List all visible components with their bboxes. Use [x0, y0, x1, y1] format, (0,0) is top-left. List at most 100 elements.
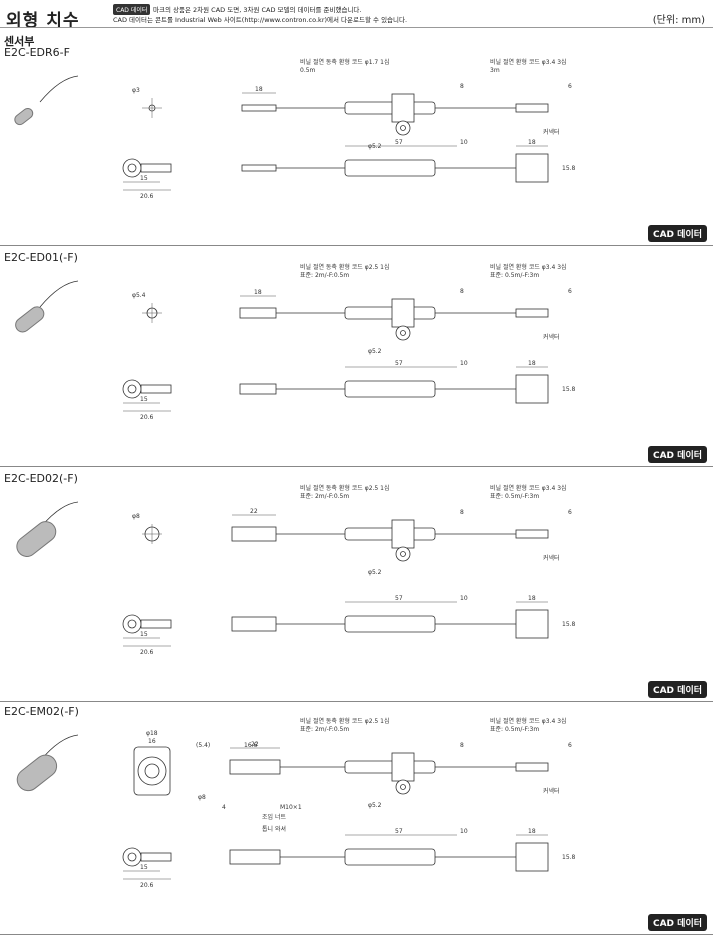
- model-name: E2C-ED01(-F): [4, 251, 78, 264]
- sensor-head-lower: [231, 616, 277, 632]
- sensor-photo: [14, 75, 79, 126]
- mount-bracket: [391, 298, 415, 328]
- sensor-body: [16, 521, 57, 557]
- sensor-head-lower: [239, 383, 277, 395]
- dim-label: 16.6: [244, 742, 258, 749]
- dim-label: 15: [140, 864, 148, 871]
- mount-hole: [400, 784, 406, 790]
- dim-label: φ5.2: [368, 569, 382, 576]
- dim-label: 8: [460, 288, 464, 295]
- front-view: φ3: [132, 87, 162, 118]
- front-view: φ5.4: [132, 292, 162, 323]
- dim-label: 10: [460, 595, 468, 602]
- dim-label: 톱니 와셔: [262, 825, 286, 833]
- cad-data-button[interactable]: CAD 데이터: [647, 446, 707, 463]
- dim-label: 15: [140, 175, 148, 182]
- mount-bracket: [391, 519, 415, 549]
- dim-label: 표준: 2m/-F:0.5m: [300, 272, 349, 279]
- amplifier-body: [344, 306, 436, 320]
- dim-label: 3m: [490, 67, 500, 74]
- cad-data-button[interactable]: CAD 데이터: [647, 225, 707, 242]
- connector-lower: [515, 609, 549, 639]
- amplifier-lower: [344, 380, 436, 398]
- section-subhead: 센서부: [4, 35, 35, 48]
- model-name: E2C-EM02(-F): [4, 705, 79, 718]
- mount-hole: [400, 551, 406, 557]
- dim-label: 6: [568, 742, 572, 749]
- dim-label: 57: [395, 360, 403, 367]
- dim-label: 표준: 2m/-F:0.5m: [300, 726, 349, 733]
- dim-label: 10: [460, 828, 468, 835]
- dim-label: 0.5m: [300, 67, 316, 74]
- connector: [515, 529, 549, 539]
- sensor-photo: [16, 734, 79, 792]
- mount-bracket: [391, 752, 415, 782]
- dim-label: 15.8: [562, 165, 576, 172]
- dim-label: φ8: [132, 513, 140, 520]
- section-divider: [0, 245, 713, 246]
- header-divider: [0, 27, 713, 28]
- sensor-body: [16, 754, 58, 792]
- bracket-ring: [122, 158, 142, 178]
- dim-label: 비닐 절연 동축 환형 코드 φ1.7 1심: [300, 58, 389, 66]
- bracket-hole: [127, 619, 137, 629]
- sensor-photo: [15, 280, 79, 333]
- amplifier-lower: [344, 159, 436, 177]
- dim-label: φ5.4: [132, 292, 146, 299]
- section-divider: [0, 701, 713, 702]
- sensor-face: [144, 763, 160, 779]
- dim-label: 18: [528, 360, 536, 367]
- dim-label: 15.8: [562, 854, 576, 861]
- page-title: 외형 치수: [6, 11, 80, 31]
- dim-label: 표준: 0.5m/-F:3m: [490, 726, 539, 733]
- dim-label: (5.4): [196, 742, 210, 749]
- bracket-hole: [127, 852, 137, 862]
- dim-label: 57: [395, 139, 403, 146]
- amplifier-body: [344, 527, 436, 541]
- dim-label: 57: [395, 595, 403, 602]
- thread-circle: [137, 756, 167, 786]
- dim-label: φ5.2: [368, 348, 382, 355]
- connector: [515, 762, 549, 772]
- bracket-ring: [122, 379, 142, 399]
- amplifier-body: [344, 760, 436, 774]
- sensor-body: [14, 107, 34, 126]
- dim-label: 6: [568, 83, 572, 90]
- amplifier-body: [344, 101, 436, 115]
- dim-label: 비닐 절연 환형 코드 φ3.4 3심: [490, 58, 567, 66]
- bracket-tab: [140, 619, 172, 629]
- bracket-tab: [140, 163, 172, 173]
- sensor-head: [231, 526, 277, 542]
- dim-label: 57: [395, 828, 403, 835]
- dim-label: 22: [251, 741, 259, 748]
- dim-label: 18: [255, 86, 263, 93]
- dim-label: 표준: 0.5m/-F:3m: [490, 493, 539, 500]
- sensor-head: [229, 759, 281, 775]
- dim-label: M10×1: [280, 804, 302, 811]
- dim-label: 18: [528, 828, 536, 835]
- sensor-head: [239, 307, 277, 319]
- dim-label: 커넥터: [543, 787, 560, 795]
- dim-label: 15: [140, 631, 148, 638]
- cad-data-button[interactable]: CAD 데이터: [647, 914, 707, 931]
- bracket-hole: [127, 163, 137, 173]
- front-view: φ8: [132, 513, 162, 544]
- dim-label: 비닐 절연 환형 코드 φ3.4 3심: [490, 484, 567, 492]
- dim-label: 18: [528, 139, 536, 146]
- amplifier-lower: [344, 615, 436, 633]
- dim-label: 비닐 절연 동축 환형 코드 φ2.5 1심: [300, 484, 389, 492]
- connector: [515, 103, 549, 113]
- bracket-ring: [122, 614, 142, 634]
- dim-label: 20.6: [140, 649, 154, 656]
- dim-label: 15.8: [562, 621, 576, 628]
- cad-data-button[interactable]: CAD 데이터: [647, 681, 707, 698]
- bracket-ring: [122, 847, 142, 867]
- dim-label: 18: [528, 595, 536, 602]
